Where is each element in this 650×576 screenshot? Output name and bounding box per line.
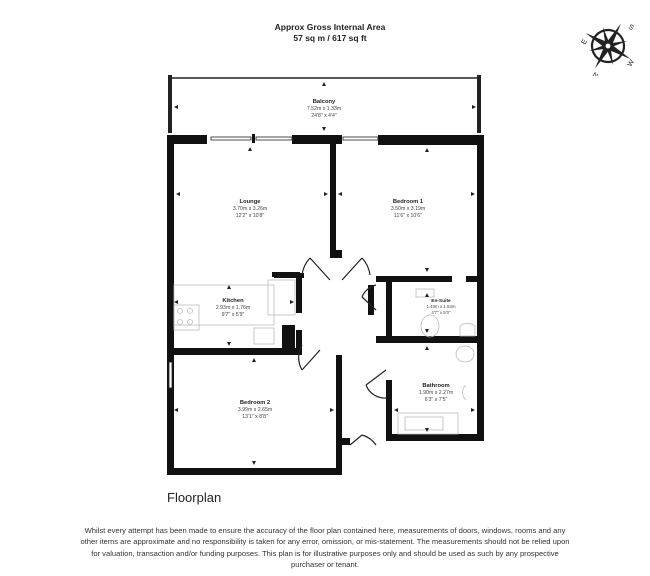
room-bedroom-1: Bedroom 1 3.50m x 3.19m 11'6" x 10'6": [391, 199, 425, 219]
bath-icon: [397, 412, 459, 435]
toilet-icon-2: [455, 345, 475, 363]
room-imperial-balcony: 24'8" x 4'4": [311, 113, 337, 119]
compass-point-w: [595, 46, 610, 69]
room-metric-lounge: 3.70m x 3.26m: [233, 206, 267, 212]
compass-label-s: S: [627, 24, 635, 33]
area-value: 57 sq m / 617 sq ft: [293, 33, 367, 43]
room-imperial-bathroom: 6'3" x 7'5": [425, 397, 448, 403]
compass-point-s: [608, 44, 631, 59]
room-metric-bedroom-1: 3.50m x 3.19m: [391, 206, 425, 212]
dimension-markers: [174, 82, 476, 465]
room-imperial-lounge: 12'2" x 10'8": [236, 213, 265, 219]
room-ensuite: En-Suite 1.40m x 1.53m 4'7" x 5'0": [426, 298, 455, 315]
room-metric-kitchen: 2.93m x 1.76m: [216, 305, 250, 311]
kitchen-fixtures: [173, 279, 296, 345]
room-imperial-ensuite: 4'7" x 5'0": [431, 310, 451, 315]
room-name-kitchen: Kitchen: [222, 298, 244, 304]
room-name-balcony: Balcony: [313, 99, 336, 105]
compass-label-n: N: [591, 72, 599, 76]
windows: [168, 136, 379, 389]
compass-label-w: W: [627, 58, 637, 68]
area-title: Approx Gross Internal Area: [274, 22, 386, 32]
room-name-bedroom-1: Bedroom 1: [393, 199, 424, 205]
room-imperial-bedroom-1: 11'6" x 10'6": [394, 213, 422, 219]
room-name-lounge: Lounge: [240, 199, 262, 205]
floor-title: Floorplan: [167, 490, 222, 505]
room-bedroom-2: Bedroom 2 3.99m x 2.65m 13'1" x 8'8": [238, 400, 272, 420]
room-metric-balcony: 7.52m x 1.33m: [307, 106, 341, 112]
compass-point-n: [585, 33, 608, 48]
room-lounge: Lounge 3.70m x 3.26m 12'2" x 10'8": [233, 199, 267, 219]
room-name-bathroom: Bathroom: [422, 383, 449, 389]
hob-icon: [173, 304, 200, 331]
compass-point-e: [606, 23, 621, 46]
room-metric-ensuite: 1.40m x 1.53m: [426, 304, 455, 309]
sink-icon: [253, 327, 275, 345]
compass-label-e: E: [581, 38, 590, 46]
area-header: Approx Gross Internal Area 57 sq m / 617…: [230, 22, 430, 44]
disclaimer-text: Whilst every attempt has been made to en…: [80, 526, 570, 569]
walls: [167, 134, 484, 475]
room-imperial-bedroom-2: 13'1" x 8'8": [242, 414, 268, 420]
floorplan-drawing: Balcony 7.52m x 1.33m 24'8" x 4'4": [167, 75, 484, 475]
basin-icon: [459, 322, 476, 337]
room-metric-bathroom: 1.90m x 2.27m: [419, 390, 453, 396]
room-metric-bedroom-2: 3.99m x 2.65m: [238, 407, 272, 413]
room-name-bedroom-2: Bedroom 2: [240, 400, 270, 406]
doors: [298, 257, 387, 446]
balcony: Balcony 7.52m x 1.33m 24'8" x 4'4": [168, 75, 481, 133]
room-kitchen: Kitchen 2.93m x 1.76m 9'7" x 5'9": [216, 298, 250, 318]
room-name-ensuite: En-Suite: [431, 298, 451, 304]
toilet-icon: [420, 314, 440, 338]
compass-rose-icon: E S W N: [578, 16, 638, 80]
basin-icon-2: [462, 384, 467, 401]
room-bathroom: Bathroom 1.90m x 2.27m 6'3" x 7'5": [419, 383, 453, 403]
room-imperial-kitchen: 9'7" x 5'9": [222, 312, 245, 318]
